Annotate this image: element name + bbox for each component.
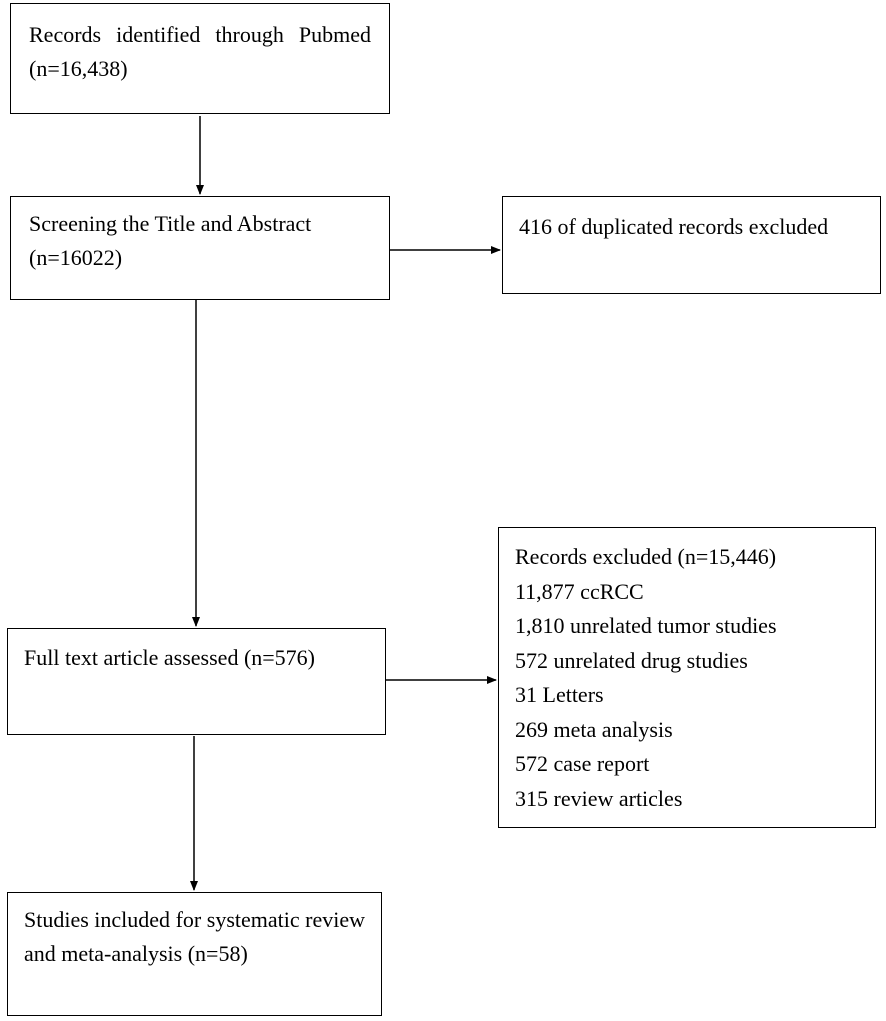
excluded-item: 31 Letters — [515, 682, 604, 707]
records-identified-text: Records identified through Pubmed (n=16,… — [29, 22, 371, 81]
studies-included-box: Studies included for systematic review a… — [7, 892, 382, 1016]
studies-included-text: Studies included for systematic review a… — [24, 907, 365, 966]
duplicates-excluded-text: 416 of duplicated records excluded — [519, 214, 829, 239]
excluded-item: 572 case report — [515, 751, 650, 776]
excluded-item: 1,810 unrelated tumor studies — [515, 613, 777, 638]
screening-box: Screening the Title and Abstract (n=1602… — [10, 196, 390, 300]
fulltext-assessed-box: Full text article assessed (n=576) — [7, 628, 386, 735]
records-excluded-title: Records excluded (n=15,446) — [515, 544, 777, 569]
excluded-item: 572 unrelated drug studies — [515, 647, 748, 673]
excluded-item: 315 review articles — [515, 785, 683, 811]
fulltext-assessed-text: Full text article assessed (n=576) — [24, 645, 316, 670]
duplicates-excluded-box: 416 of duplicated records excluded — [502, 196, 881, 294]
excluded-item: 269 meta analysis — [515, 716, 673, 742]
records-identified-box: Records identified through Pubmed (n=16,… — [10, 3, 390, 114]
excluded-item: 11,877 ccRCC — [515, 578, 644, 604]
records-excluded-box: Records excluded (n=15,446) 11,877 ccRCC… — [498, 527, 876, 828]
screening-text: Screening the Title and Abstract (n=1602… — [29, 211, 312, 270]
